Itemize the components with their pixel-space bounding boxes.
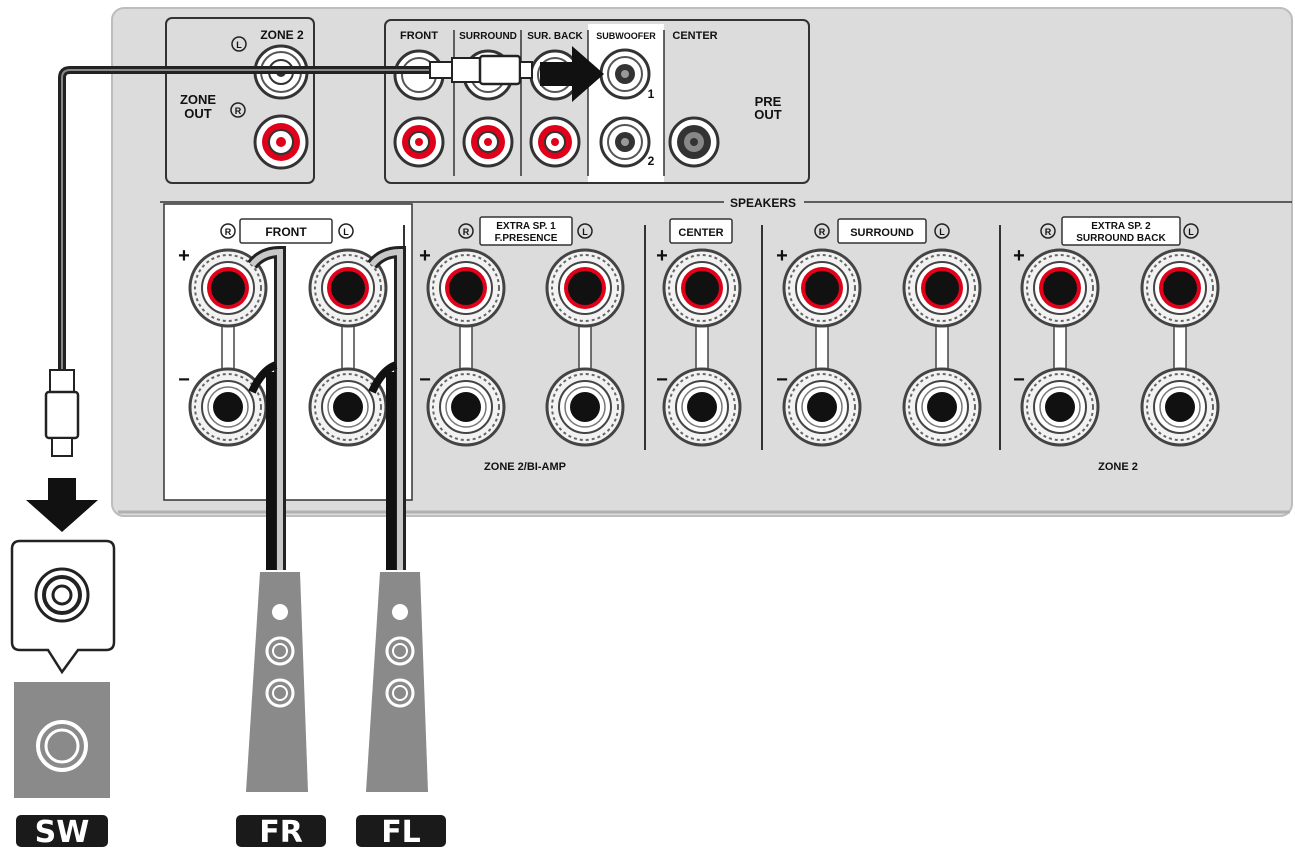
surround-r-minus-terminal[interactable] <box>782 367 862 447</box>
subwoofer-input-callout <box>10 539 116 675</box>
surround-l-minus-terminal[interactable] <box>902 367 982 447</box>
extra2-l-minus-terminal[interactable] <box>1140 367 1220 447</box>
extra2-l-plus-terminal[interactable] <box>1140 248 1220 328</box>
pre-out-center: CENTER <box>672 30 717 42</box>
extra1-l-minus-terminal[interactable] <box>545 367 625 447</box>
subwoofer-num-1: 1 <box>648 87 655 101</box>
extra1-r-mark: R <box>463 227 470 237</box>
plus-sign: + <box>1013 245 1025 267</box>
surround-l-plus-terminal[interactable] <box>902 248 982 328</box>
speakers-center-label: CENTER <box>678 227 723 239</box>
extra2-r-plus-terminal[interactable] <box>1020 248 1100 328</box>
pre-out-surback-r-jack[interactable] <box>529 116 581 168</box>
extra1-r-minus-terminal[interactable] <box>426 367 506 447</box>
plus-sign: + <box>776 245 788 267</box>
subwoofer-cable <box>44 54 533 457</box>
pre-out-sur-back: SUR. BACK <box>527 31 583 42</box>
pre-out-side-label-line2: OUT <box>754 107 782 122</box>
subwoofer-2-jack[interactable] <box>599 116 651 168</box>
extra1-line2: F.PRESENCE <box>495 233 558 244</box>
center-pre-out-jack[interactable] <box>668 116 720 168</box>
minus-sign: − <box>656 369 668 391</box>
plus-sign: + <box>419 245 431 267</box>
pre-out-side-label-line1: PRE <box>755 94 782 109</box>
pre-out-surround: SURROUND <box>459 31 517 42</box>
extra2-r-minus-terminal[interactable] <box>1020 367 1100 447</box>
minus-sign: − <box>178 369 190 391</box>
zone-out-r-jack[interactable] <box>253 114 309 170</box>
extra2-l-mark: L <box>1188 227 1194 237</box>
pre-out-subwoofer: SUBWOOFER <box>596 31 656 41</box>
speakers-section: SPEAKERS R FRONT L R EXTRA SP. 1 F.PRESE… <box>160 196 1292 501</box>
zone-out-l-mark: L <box>236 40 242 50</box>
speakers-title: SPEAKERS <box>730 196 796 210</box>
zone-out-r-mark: R <box>235 106 242 116</box>
plus-sign: + <box>656 245 668 267</box>
extra1-l-mark: L <box>582 227 588 237</box>
pre-out-front: FRONT <box>400 30 438 42</box>
minus-sign: − <box>419 369 431 391</box>
zone2-label: ZONE 2 <box>1098 461 1138 473</box>
pre-out-front-r-jack[interactable] <box>393 116 445 168</box>
front-r-plus-terminal[interactable] <box>188 248 268 328</box>
pre-out-surround-r-jack[interactable] <box>462 116 514 168</box>
subwoofer-1-jack[interactable] <box>599 48 651 100</box>
front-right-speaker <box>246 572 308 792</box>
connection-arrow-down <box>26 478 98 532</box>
front-l-minus-terminal[interactable] <box>308 367 388 447</box>
surround-r-plus-terminal[interactable] <box>782 248 862 328</box>
front-l-mark: L <box>343 227 349 237</box>
front-l-speaker-wire <box>367 245 406 570</box>
sw-tag: SW <box>16 815 108 850</box>
fl-tag: FL <box>356 815 446 850</box>
binding-posts <box>188 248 1220 447</box>
zone-out-side-label-line2: OUT <box>184 106 212 121</box>
sw-tag-label: SW <box>35 815 90 850</box>
front-r-speaker-wire <box>247 245 286 570</box>
fr-tag: FR <box>236 815 326 850</box>
extra1-r-plus-terminal[interactable] <box>426 248 506 328</box>
extra2-line2: SURROUND BACK <box>1076 233 1166 244</box>
front-speaker-highlight <box>163 203 413 501</box>
subwoofer-num-2: 2 <box>648 154 655 168</box>
plus-sign: + <box>178 245 190 267</box>
zone2-biamp-label: ZONE 2/BI-AMP <box>484 461 566 473</box>
minus-sign: − <box>1013 369 1025 391</box>
front-r-mark: R <box>225 227 232 237</box>
extra1-l-plus-terminal[interactable] <box>545 248 625 328</box>
zone-out-title: ZONE 2 <box>260 28 304 42</box>
center-plus-terminal[interactable] <box>662 248 742 328</box>
surround-r-mark: R <box>819 227 826 237</box>
speakers-surround-label: SURROUND <box>850 227 914 239</box>
connection-arrow-right <box>540 46 604 102</box>
front-r-minus-terminal[interactable] <box>188 367 268 447</box>
extra1-line1: EXTRA SP. 1 <box>496 221 556 232</box>
zone-out-side-label-line1: ZONE <box>180 92 216 107</box>
front-l-plus-terminal[interactable] <box>308 248 388 328</box>
subwoofer-device <box>14 682 110 798</box>
center-minus-terminal[interactable] <box>662 367 742 447</box>
extra2-line1: EXTRA SP. 2 <box>1091 221 1151 232</box>
fl-tag-label: FL <box>381 815 421 850</box>
minus-sign: − <box>776 369 788 391</box>
front-left-speaker <box>366 572 428 792</box>
speakers-front-label: FRONT <box>265 225 307 239</box>
fr-tag-label: FR <box>259 815 303 850</box>
surround-l-mark: L <box>939 227 945 237</box>
extra2-r-mark: R <box>1045 227 1052 237</box>
